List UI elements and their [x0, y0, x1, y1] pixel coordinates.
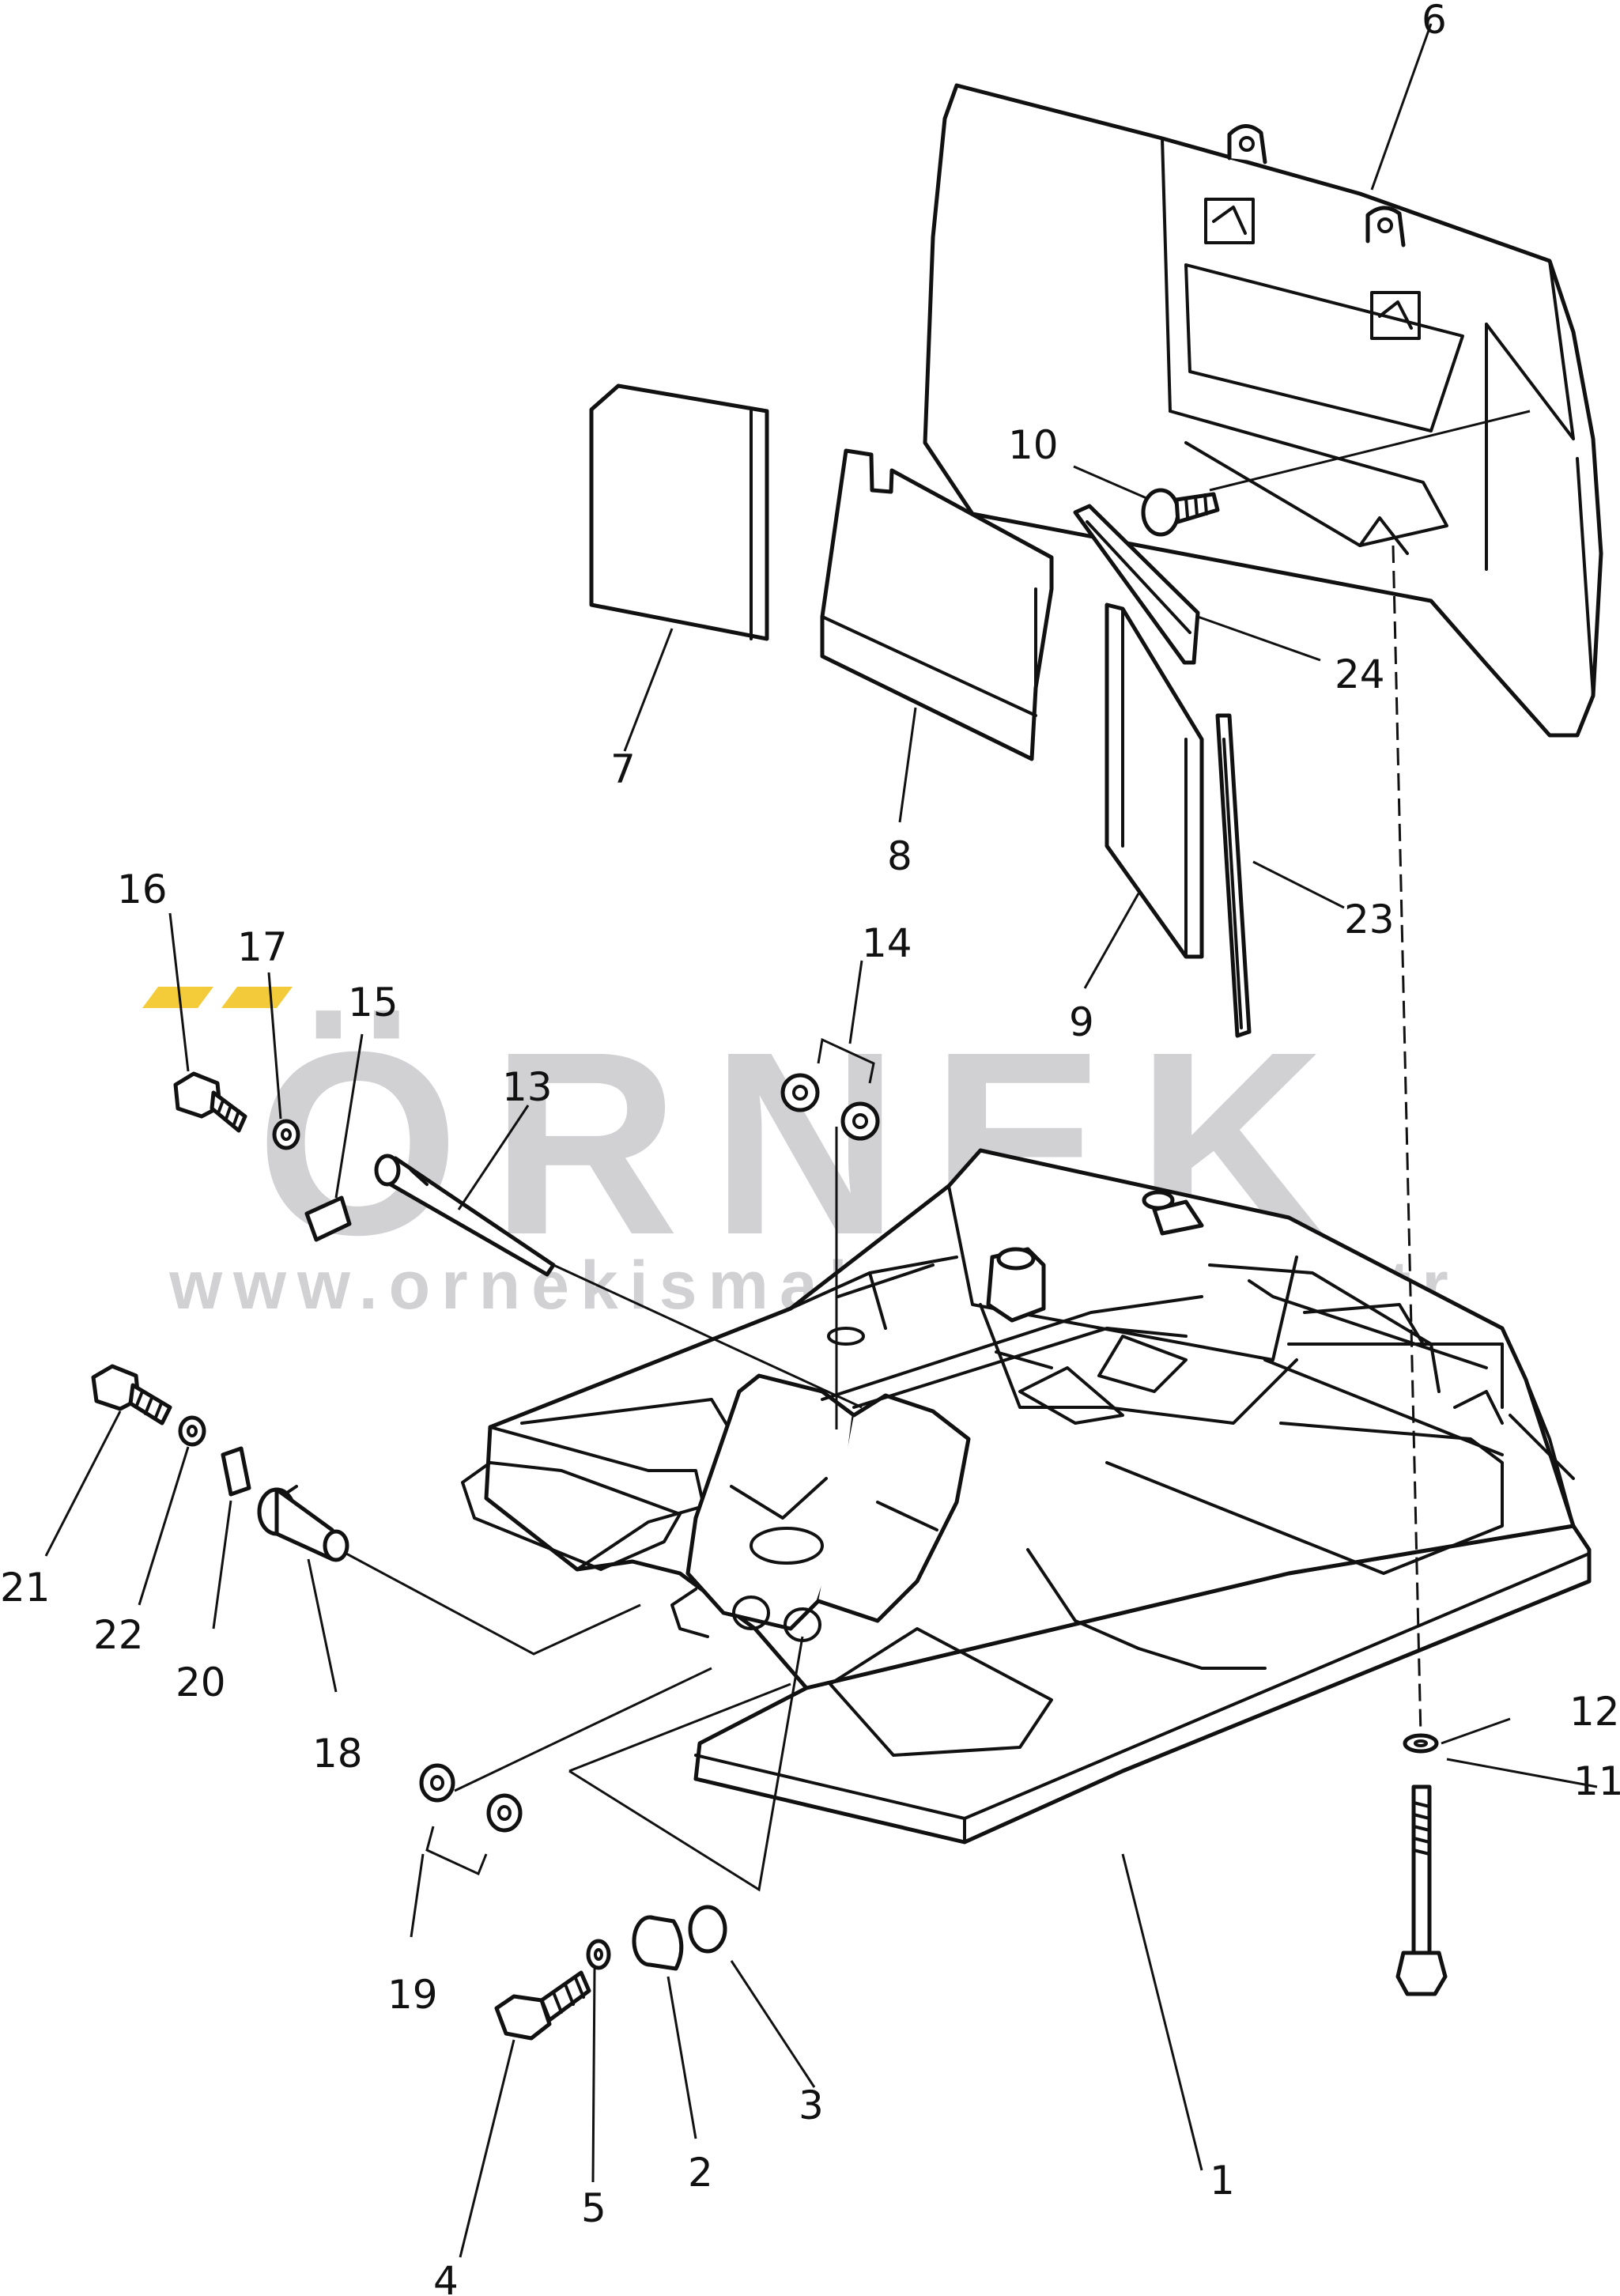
callout-11: 11: [1573, 1758, 1620, 1804]
callout-23: 23: [1344, 897, 1395, 942]
part-19-shims: [419, 1763, 523, 1876]
callout-1: 1: [1210, 2158, 1235, 2203]
callout-6: 6: [1422, 0, 1447, 43]
part-16-bolt: [173, 1071, 247, 1133]
part-7-plate: [589, 383, 769, 641]
part-15-plate: [304, 1195, 352, 1242]
callout-16: 16: [117, 867, 168, 912]
part-14-shims: [780, 1037, 880, 1141]
callout-2: 2: [688, 2150, 713, 2196]
part-22-washer: [178, 1415, 206, 1447]
part-9-panel: [1105, 602, 1204, 959]
callout-22: 22: [93, 1612, 144, 1658]
part-23-seal-strip: [1215, 713, 1252, 1038]
part-20-plate: [221, 1446, 251, 1497]
part-6-counterweight: [923, 83, 1603, 738]
assembly-lines: [346, 410, 1531, 1892]
callout-18: 18: [312, 1731, 363, 1777]
watermark-accent-left: [142, 987, 213, 1008]
callout-19: 19: [387, 1972, 438, 2018]
callout-10: 10: [1008, 422, 1059, 468]
callout-14: 14: [862, 920, 912, 966]
part-11-long-bolt: [1395, 1784, 1448, 1996]
leader-lines: [44, 23, 1598, 2258]
part-4-bolt: [494, 1970, 591, 2041]
callout-5: 5: [581, 2185, 606, 2231]
part-17-washer: [272, 1119, 300, 1150]
callout-24: 24: [1335, 651, 1385, 697]
callout-4: 4: [433, 2258, 459, 2296]
part-2-plug: [632, 1915, 684, 1971]
callout-13: 13: [502, 1064, 553, 1110]
callout-12: 12: [1569, 1689, 1620, 1735]
callout-20: 20: [176, 1660, 226, 1705]
watermark-accent-right: [221, 987, 293, 1008]
callout-8: 8: [887, 833, 912, 879]
callout-9: 9: [1069, 999, 1094, 1045]
part-5-washer: [586, 1939, 611, 1970]
part-13-pin: [374, 1154, 556, 1277]
part-10-bolt: [1141, 488, 1220, 537]
part-21-bolt: [91, 1364, 172, 1426]
part-1-main-frame: [461, 1148, 1592, 1845]
callout-17: 17: [237, 924, 288, 970]
part-8-cover: [820, 448, 1054, 761]
callout-7: 7: [610, 746, 636, 792]
part-18-pin: [257, 1485, 349, 1562]
part-24-strip: [1073, 504, 1200, 665]
part-12-washer: [1403, 1733, 1439, 1754]
part-3-cover-plate: [688, 1905, 727, 1954]
callout-21: 21: [0, 1565, 51, 1611]
callout-15: 15: [348, 980, 398, 1025]
callout-3: 3: [799, 2083, 824, 2128]
